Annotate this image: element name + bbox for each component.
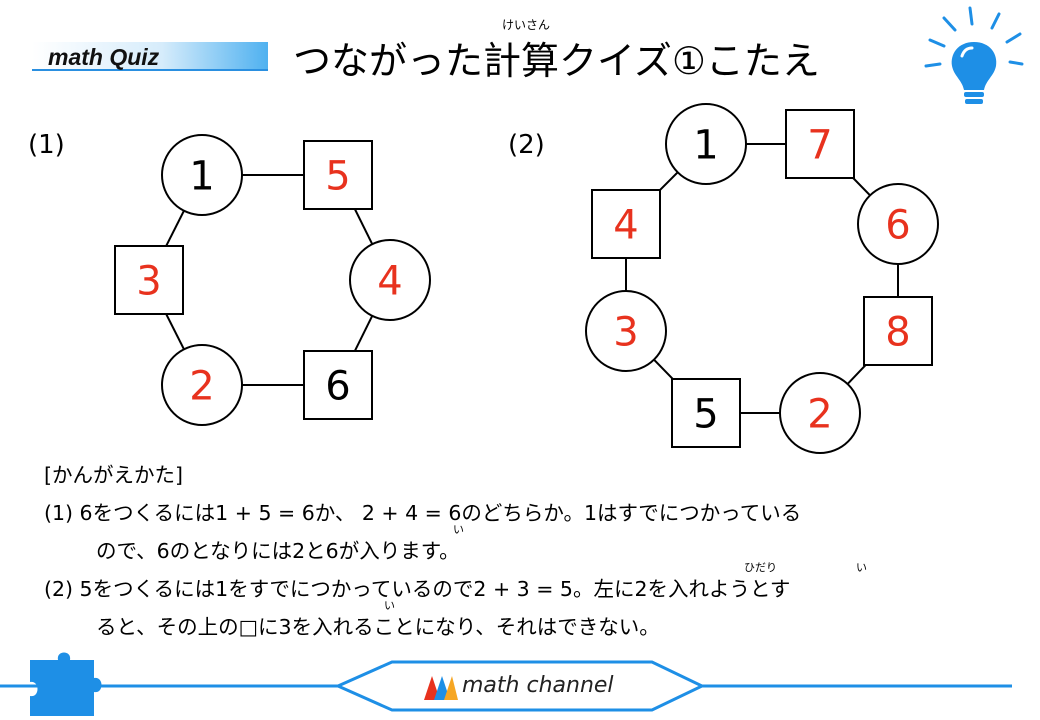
node-value: 2 <box>189 363 214 409</box>
node-value: 8 <box>885 309 910 355</box>
node-circle-shape <box>161 134 243 216</box>
node-circle-shape <box>857 183 939 265</box>
explanation-line-3-text: (2) 5をつくるには1をすでにつかっているので2 + 3 = 5。左に2を入れ… <box>44 577 791 601</box>
circle-node: 6 <box>857 183 939 265</box>
ruby-iri-2: い <box>856 561 867 574</box>
explanation-line-4: い ると、その上の□に3を入れることになり、それはできない。 <box>44 600 1024 646</box>
node-circle-shape <box>161 344 243 426</box>
problem-1-label: (1) <box>28 130 65 160</box>
node-value: 6 <box>325 363 350 409</box>
explanation-heading: [かんがえかた] <box>44 463 183 487</box>
node-value: 1 <box>189 153 214 199</box>
page-title: つながった計算クイズ①こたえ <box>293 39 820 83</box>
node-square-shape <box>785 109 855 179</box>
footer-brand: math channel <box>462 673 614 698</box>
node-value: 1 <box>693 122 718 168</box>
explanation-line-3: ひだり い (2) 5をつくるには1をすでにつかっているので2 + 3 = 5。… <box>44 562 1024 608</box>
node-value: 6 <box>885 202 910 248</box>
node-square-shape <box>591 189 661 259</box>
circle-node: 1 <box>161 134 243 216</box>
node-circle-shape <box>665 103 747 185</box>
ruby-hidari: ひだり <box>744 561 777 574</box>
footer-banner <box>0 652 1012 716</box>
title-ruby: けいさん <box>502 18 551 32</box>
circle-node: 2 <box>779 372 861 454</box>
node-circle-shape <box>349 239 431 321</box>
explanation-line-1: (1) 6をつくるには1 + 5 = 6か、 2 + 4 = 6のどちらか。1は… <box>44 501 802 525</box>
explanation-line-2-text: ので、6のとなりには2と6が入ります。 <box>96 539 460 563</box>
square-node: 5 <box>303 140 373 210</box>
node-value: 5 <box>325 153 350 199</box>
explanation-line-2: い ので、6のとなりには2と6が入ります。 <box>44 524 1024 570</box>
badge-label: math Quiz <box>48 44 160 70</box>
math-quiz-badge: math Quiz <box>32 42 268 72</box>
circle-node: 2 <box>161 344 243 426</box>
badge-background <box>32 42 268 71</box>
math-channel-logo-icon <box>424 676 458 700</box>
node-value: 3 <box>613 309 638 355</box>
circle-node: 3 <box>585 290 667 372</box>
node-square-shape <box>863 296 933 366</box>
explanation: [かんがえかた] (1) 6をつくるには1 + 5 = 6か、 2 + 4 = … <box>44 456 1024 646</box>
square-node: 3 <box>114 245 184 315</box>
circle-node: 4 <box>349 239 431 321</box>
square-node: 5 <box>671 378 741 448</box>
node-value: 3 <box>136 258 161 304</box>
problem-2-label: (2) <box>508 130 545 160</box>
node-value: 2 <box>807 391 832 437</box>
node-circle-shape <box>585 290 667 372</box>
circle-node: 1 <box>665 103 747 185</box>
node-square-shape <box>114 245 184 315</box>
node-square-shape <box>671 378 741 448</box>
node-circle-shape <box>779 372 861 454</box>
square-node: 4 <box>591 189 661 259</box>
node-value: 4 <box>613 202 638 248</box>
node-value: 5 <box>693 391 718 437</box>
node-square-shape <box>303 140 373 210</box>
puzzle-piece-icon <box>30 652 102 716</box>
square-node: 7 <box>785 109 855 179</box>
lightbulb-icon <box>922 6 1032 114</box>
ruby-iri-1: い <box>453 523 464 536</box>
node-value: 4 <box>377 258 402 304</box>
explanation-line-4-text: ると、その上の□に3を入れることになり、それはできない。 <box>96 615 660 639</box>
ruby-iri-3: い <box>384 599 395 612</box>
square-node: 6 <box>303 350 373 420</box>
square-node: 8 <box>863 296 933 366</box>
node-square-shape <box>303 350 373 420</box>
node-value: 7 <box>807 122 832 168</box>
